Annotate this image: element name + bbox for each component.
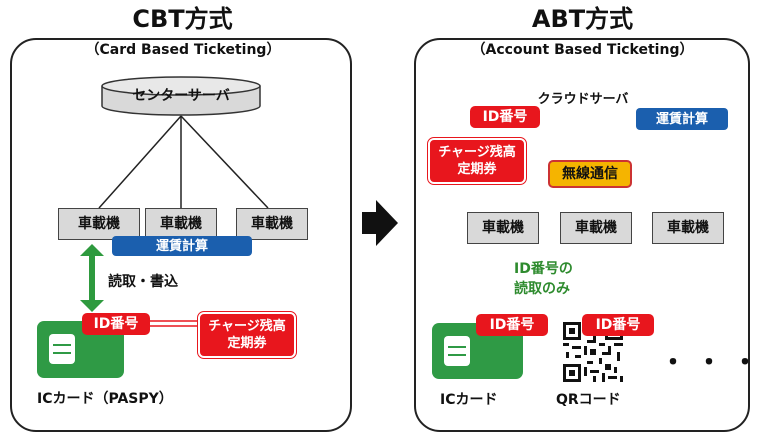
abt-wireless-badge: 無線通信 bbox=[548, 160, 632, 188]
more-indicator: ・・・ bbox=[660, 348, 768, 378]
cbt-subtitle: （Card Based Ticketing） bbox=[85, 42, 281, 58]
abt-charge-line1: チャージ残高 bbox=[438, 145, 516, 160]
abt-charge-badge: チャージ残高 定期券 bbox=[427, 137, 527, 185]
cbt-card-caption: ICカード（PASPY） bbox=[37, 391, 173, 407]
cbt-title: CBT方式 bbox=[100, 6, 265, 32]
cbt-fare-calc-badge: 運賃計算 bbox=[112, 236, 252, 256]
cbt-charge-line1: チャージ残高 bbox=[208, 319, 286, 334]
abt-server-id-badge: ID番号 bbox=[470, 106, 540, 128]
abt-charge-line2: 定期券 bbox=[457, 162, 497, 177]
abt-qr-caption: QRコード bbox=[556, 392, 621, 408]
abt-vehicle-1: 車載機 bbox=[467, 212, 539, 244]
cbt-readwrite-label: 読取・書込 bbox=[108, 274, 178, 290]
abt-qr-id-badge: ID番号 bbox=[582, 314, 654, 336]
cbt-vehicle-2: 車載機 bbox=[145, 208, 217, 240]
abt-readonly-line2: 読取のみ bbox=[514, 281, 570, 297]
abt-vehicle-3: 車載機 bbox=[652, 212, 724, 244]
cbt-id-badge: ID番号 bbox=[82, 313, 150, 335]
cbt-readwrite-arrow bbox=[80, 244, 104, 312]
abt-vehicle-2: 車載機 bbox=[560, 212, 632, 244]
chip-icon bbox=[49, 334, 75, 364]
abt-subtitle: （Account Based Ticketing） bbox=[471, 42, 694, 58]
cbt-charge-line2: 定期券 bbox=[227, 336, 267, 351]
chip-icon bbox=[444, 336, 470, 366]
cbt-server-label: センターサーバ bbox=[132, 87, 230, 104]
cbt-vehicle-1: 車載機 bbox=[58, 208, 140, 240]
cbt-charge-badge: チャージ残高 定期券 bbox=[197, 311, 297, 359]
abt-server-label: クラウドサーバ bbox=[537, 91, 629, 107]
cbt-vehicle-3: 車載機 bbox=[236, 208, 308, 240]
cbt-server-cylinder bbox=[101, 76, 261, 116]
transition-arrow bbox=[362, 200, 398, 246]
abt-card-id-badge: ID番号 bbox=[476, 314, 548, 336]
abt-title: ABT方式 bbox=[500, 6, 665, 32]
abt-fare-calc-badge: 運賃計算 bbox=[636, 108, 728, 130]
abt-card-caption: ICカード bbox=[440, 392, 498, 408]
abt-readonly-line1: ID番号の bbox=[514, 261, 573, 277]
